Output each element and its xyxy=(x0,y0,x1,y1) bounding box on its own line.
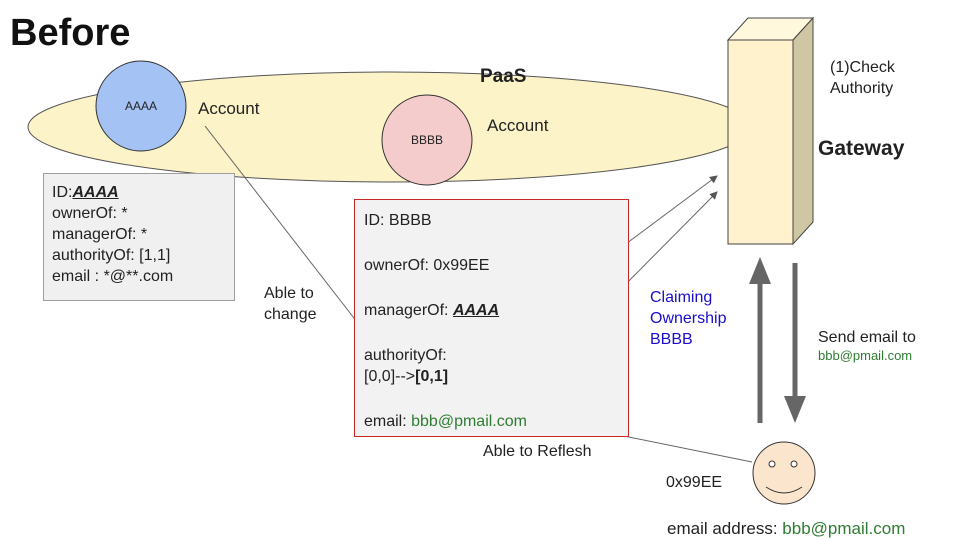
account-bbbb-circle xyxy=(381,94,473,186)
page-title: Before xyxy=(10,12,131,54)
aaaa-owner-line: ownerOf: * xyxy=(52,205,128,222)
aaaa-authority-line: authorityOf: [1,1] xyxy=(52,247,171,264)
send-email-label: Send email to xyxy=(818,329,916,346)
claiming-line-3: BBBB xyxy=(650,331,693,348)
bbbb-email-line: email: bbb@pmail.com xyxy=(364,411,619,432)
bbbb-manager-line: managerOf: AAAA xyxy=(364,300,619,321)
user-email-value: bbb@pmail.com xyxy=(782,519,906,538)
aaaa-id-value: AAAA xyxy=(72,184,119,201)
gateway-check-authority-note: (1)Check Authority xyxy=(830,57,895,99)
claiming-line-1: Claiming xyxy=(650,289,713,306)
aaaa-manager-line: managerOf: * xyxy=(52,226,148,243)
account-aaaa-circle xyxy=(95,60,187,152)
able-to-change-line-1: Able to xyxy=(264,285,314,302)
gateway-note-line-2: Authority xyxy=(830,80,894,97)
able-to-change-label: Able to change xyxy=(264,283,317,325)
user-face xyxy=(752,441,816,505)
bbbb-owner-line: ownerOf: 0x99EE xyxy=(364,257,490,274)
bbbb-authority-old: [0,0]--> xyxy=(364,368,416,385)
account-aaaa-label: AAAA xyxy=(124,99,157,113)
account-bbbb-label: BBBB xyxy=(410,133,443,147)
arrow-able-to-change xyxy=(204,125,365,332)
claiming-line-2: Ownership xyxy=(650,310,727,327)
arrow-down-send-email xyxy=(784,263,806,423)
bbbb-email-prefix: email: xyxy=(364,413,412,430)
aaaa-id-prefix: ID: xyxy=(52,184,73,201)
bbbb-authority-new: [0,1] xyxy=(415,368,449,385)
user-email-prefix: email address: xyxy=(667,519,783,538)
bbbb-info-box: ID: BBBB ownerOf: 0x99EE managerOf: AAAA… xyxy=(354,199,629,437)
arrow-up-claim xyxy=(749,257,771,423)
user-email-address: email address: bbb@pmail.com xyxy=(667,519,905,539)
bbbb-manager-prefix: managerOf: xyxy=(364,302,453,319)
aaaa-id-line: ID:AAAA xyxy=(52,182,226,203)
bbbb-id-line: ID: BBBB xyxy=(364,212,432,229)
bbbb-email-value: bbb@pmail.com xyxy=(411,413,527,430)
account-bbbb-caption: Account xyxy=(487,116,549,135)
bbbb-authority-label: authorityOf: xyxy=(364,347,447,364)
bbbb-authority-values: [0,0]-->[0,1] xyxy=(364,366,619,387)
gateway-label: Gateway xyxy=(818,137,905,160)
able-to-refresh-label: Able to Reflesh xyxy=(483,443,592,460)
bbbb-manager-value: AAAA xyxy=(452,302,500,319)
send-email-address: bbb@pmail.com xyxy=(818,348,913,363)
gateway-note-line-1: (1)Check xyxy=(830,59,895,76)
claiming-ownership-label: Claiming Ownership BBBB xyxy=(650,287,726,350)
paas-label: PaaS xyxy=(480,66,527,87)
user-address-id: 0x99EE xyxy=(666,474,723,491)
gateway-box xyxy=(726,16,815,246)
aaaa-email-line: email : *@**.com xyxy=(52,268,174,285)
able-to-change-line-2: change xyxy=(264,306,317,323)
account-aaaa-caption: Account xyxy=(198,99,260,118)
aaaa-info-box: ID:AAAA ownerOf: * managerOf: * authorit… xyxy=(43,173,235,301)
